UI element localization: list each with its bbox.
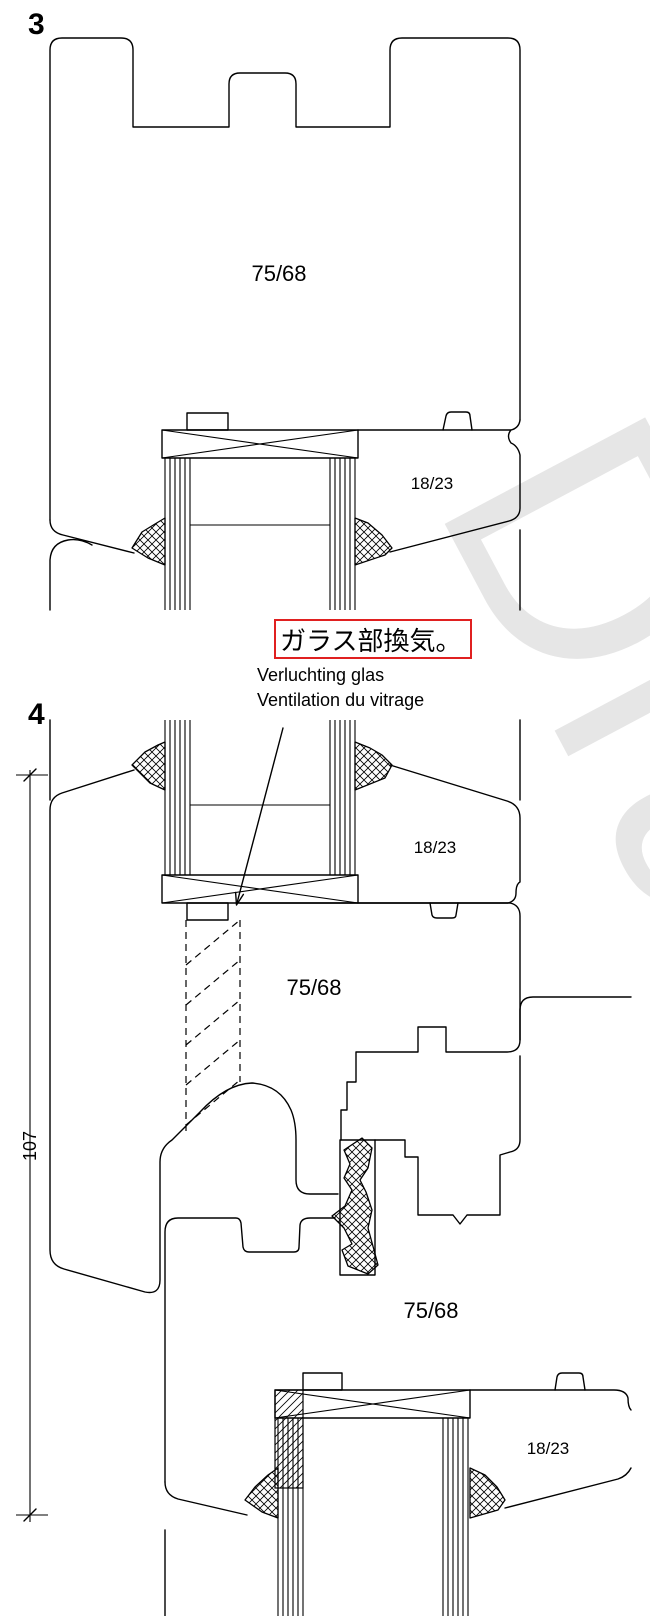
section-4-upper-left-gasket bbox=[131, 741, 166, 791]
section-4-upper-glass-unit bbox=[161, 720, 359, 904]
section-4-lower-sash-bottom-left bbox=[164, 1481, 248, 1516]
section-4-lower-sash-top bbox=[164, 1217, 336, 1483]
ventilation-channel bbox=[185, 919, 241, 1132]
section-4: 4 107 bbox=[16, 698, 632, 1616]
section-4-upper-drain-notch bbox=[429, 902, 459, 919]
section-4-lower-hatched-strip bbox=[274, 1389, 304, 1489]
section-4-lower-left-gasket bbox=[244, 1467, 279, 1519]
section-4-lower-glass-unit bbox=[274, 1389, 471, 1616]
section-3: 3 75/68 18/23 bbox=[28, 8, 521, 611]
watermark-text: Dra bbox=[370, 360, 650, 1005]
section-4-lower-right-gasket bbox=[469, 1467, 506, 1519]
section-4-lower-bead-label: 18/23 bbox=[527, 1439, 570, 1458]
highlight-box bbox=[274, 619, 472, 659]
section-3-glazing-bead bbox=[357, 419, 521, 553]
section-4-left-profile bbox=[49, 769, 339, 1294]
section-3-frame-corner bbox=[49, 538, 93, 611]
section-3-drain-notch bbox=[442, 411, 473, 431]
section-4-frame-edges-top bbox=[49, 719, 521, 801]
section-4-middle-sash-label: 75/68 bbox=[286, 975, 341, 1000]
annotation-french: Ventilation du vitrage bbox=[257, 690, 424, 710]
section-4-upper-glazing-bead bbox=[357, 764, 521, 904]
section-3-number: 3 bbox=[28, 8, 45, 41]
leader-line bbox=[236, 727, 284, 904]
dimension-line: 107 bbox=[16, 768, 48, 1522]
annotation-japanese: ガラス部換気。 bbox=[280, 627, 461, 657]
dimension-value: 107 bbox=[20, 1131, 40, 1161]
section-3-setting-block bbox=[186, 412, 229, 431]
section-4-upper-bead-label: 18/23 bbox=[414, 838, 457, 857]
annotation-dutch: Verluchting glas bbox=[257, 665, 384, 685]
ventilation-annotation: ガラス部換気。 Verluchting glas Ventilation du … bbox=[234, 619, 472, 906]
section-4-lower-sash-label: 75/68 bbox=[403, 1298, 458, 1323]
section-4-lower-drain-notch bbox=[554, 1372, 586, 1391]
section-3-glass-unit bbox=[161, 429, 359, 610]
section-3-sash-outline bbox=[49, 37, 521, 521]
section-4-outer-frame bbox=[519, 996, 632, 1041]
leader-arrow-icon bbox=[234, 891, 245, 906]
section-3-right-gasket bbox=[354, 517, 393, 566]
section-3-bead-label: 18/23 bbox=[411, 474, 454, 493]
section-3-sash-bottom-left bbox=[49, 519, 135, 554]
section-4-lower-glazing-bead bbox=[469, 1389, 632, 1509]
section-4-lower-setting-block bbox=[302, 1372, 343, 1391]
section-3-left-gasket bbox=[131, 517, 166, 566]
section-4-middle-sash-outline bbox=[239, 902, 521, 1141]
section-3-sash-label: 75/68 bbox=[251, 261, 306, 286]
section-4-weatherstrip bbox=[331, 1137, 379, 1276]
section-4-upper-right-gasket bbox=[354, 741, 393, 791]
section-4-lower-frame-rebate bbox=[374, 1055, 521, 1225]
section-4-number: 4 bbox=[28, 698, 45, 731]
section-4-upper-setting-block bbox=[186, 902, 229, 921]
